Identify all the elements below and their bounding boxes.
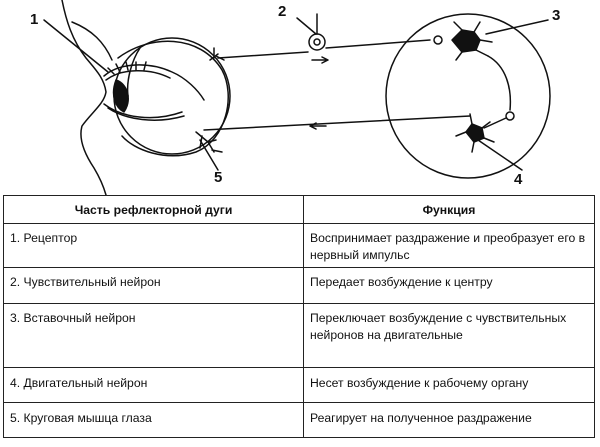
- eyeball: [113, 37, 231, 155]
- interneuron-axon: [487, 55, 512, 111]
- arrow-afferent: [311, 56, 329, 64]
- cell-part: 3. Вставочный нейрон: [3, 303, 304, 368]
- motor-fiber: [203, 115, 471, 131]
- cell-part: 2. Чувствительный нейрон: [3, 267, 304, 304]
- face-profile: [61, 0, 107, 195]
- sensory-ganglion: [308, 33, 326, 51]
- upper-eyelid: [103, 64, 205, 101]
- table-row: 5. Круговая мышца глаза Реагирует на пол…: [3, 402, 595, 438]
- brow-line: [71, 21, 113, 61]
- cell-function: Переключает возбуждение с чувствительных…: [303, 303, 595, 368]
- leader-1: [43, 19, 109, 73]
- cell-function: Передает возбуждение к центру: [303, 267, 595, 304]
- reflex-arc-table-container: Часть рефлекторной дуги Функция 1. Рецеп…: [3, 195, 595, 438]
- table-row: 2. Чувствительный нейрон Передает возбуж…: [3, 267, 595, 304]
- arrow-efferent: [309, 122, 327, 130]
- leader-3: [485, 19, 549, 35]
- leader-2: [296, 17, 317, 35]
- cell-part: 1. Рецептор: [3, 223, 304, 268]
- muscle-nerve-endings: [195, 131, 223, 153]
- cell-part: 5. Круговая мышца глаза: [3, 402, 304, 438]
- leader-4: [477, 139, 523, 171]
- reflex-arc-diagram: 1 2 3 4 5: [30, 0, 560, 195]
- cns-circle: [385, 13, 551, 179]
- label-5: 5: [214, 169, 222, 186]
- table-row: 4. Двигательный нейрон Несет возбуждение…: [3, 367, 595, 403]
- interneuron-body: [451, 29, 481, 53]
- label-4: 4: [514, 171, 523, 188]
- label-2: 2: [278, 3, 286, 20]
- circular-muscle: [117, 40, 229, 157]
- motor-neuron-body: [465, 123, 485, 143]
- label-3: 3: [552, 7, 560, 24]
- table-row: 3. Вставочный нейрон Переключает возбужд…: [3, 303, 595, 368]
- header-part: Часть рефлекторной дуги: [3, 195, 304, 224]
- sensory-fiber: [217, 51, 309, 59]
- eyelashes: [107, 61, 147, 75]
- lower-eyelid: [103, 103, 183, 119]
- table-row: 1. Рецептор Воспринимает раздражение и п…: [3, 223, 595, 268]
- label-1: 1: [30, 11, 38, 28]
- leader-5: [199, 139, 219, 171]
- header-function: Функция: [303, 195, 595, 224]
- cell-function: Реагирует на полученное раздражение: [303, 402, 595, 438]
- table-header-row: Часть рефлекторной дуги Функция: [3, 195, 595, 224]
- cell-part: 4. Двигательный нейрон: [3, 367, 304, 403]
- cell-function: Воспринимает раздражение и преобразует е…: [303, 223, 595, 268]
- cell-function: Несет возбуждение к рабочему органу: [303, 367, 595, 403]
- reflex-arc-table: Часть рефлекторной дуги Функция 1. Рецеп…: [3, 195, 595, 438]
